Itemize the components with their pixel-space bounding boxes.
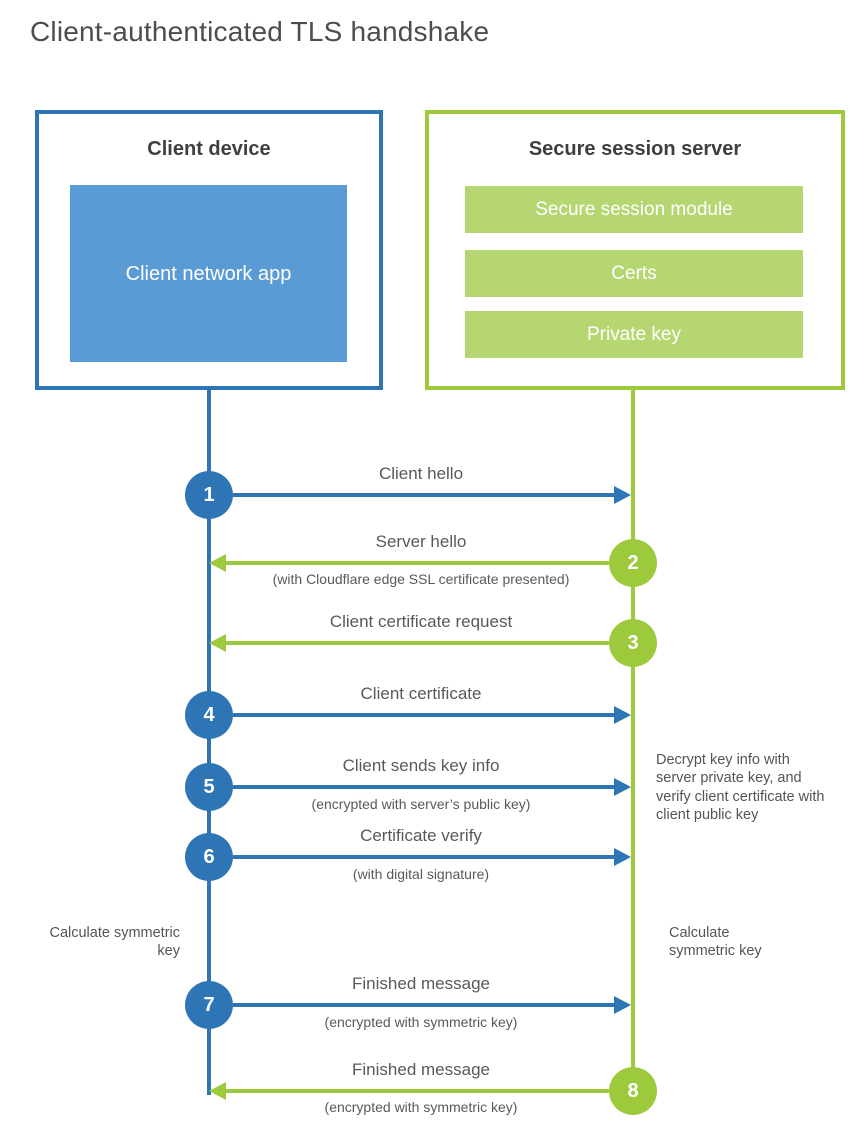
step-6-badge: 6 <box>185 833 233 881</box>
message-subtitle: (encrypted with symmetric key) <box>324 1014 518 1030</box>
message-subtitle: (with digital signature) <box>352 866 490 882</box>
arrow-head-right-icon <box>614 996 631 1014</box>
arrow-line <box>226 641 609 645</box>
step-5-badge: 5 <box>185 763 233 811</box>
message-label: Client hello <box>378 464 464 483</box>
message-label: Finished message <box>352 974 490 993</box>
arrow-head-right-icon <box>614 848 631 866</box>
page-title: Client-authenticated TLS handshake <box>30 16 490 47</box>
decrypt-note: Decrypt key info with server private key… <box>656 752 825 823</box>
arrow-head-right-icon <box>614 706 631 724</box>
message-subtitle: (encrypted with symmetric key) <box>324 1099 518 1115</box>
message-label: Client certificate request <box>329 612 513 631</box>
step-7-badge: 7 <box>185 981 233 1029</box>
message-label: Client certificate <box>360 684 482 703</box>
arrow-line <box>233 855 614 859</box>
secure-session-server-title: Secure session server <box>528 138 742 160</box>
calculate-symmetric-key-server-note: Calculate symmetric key <box>669 925 762 960</box>
step-3-badge: 3 <box>609 619 657 667</box>
arrow-line <box>233 1003 614 1007</box>
secure-session-module-block: Secure session module <box>465 186 803 233</box>
client-device-title: Client device <box>147 138 271 160</box>
secure-session-server-box: Secure session server Secure session mod… <box>425 110 845 390</box>
calculate-symmetric-key-client-note: Calculate symmetric key <box>49 925 180 960</box>
arrow-line <box>226 1089 609 1093</box>
arrow-head-right-icon <box>614 486 631 504</box>
client-device-box: Client device Client network app <box>35 110 383 390</box>
client-network-app-label: Client network app <box>125 262 292 285</box>
message-subtitle: (with Cloudflare edge SSL certificate pr… <box>272 571 570 587</box>
message-label: Server hello <box>375 532 467 551</box>
arrow-line <box>233 493 614 497</box>
message-label: Finished message <box>352 1060 490 1079</box>
step-2-badge: 2 <box>609 539 657 587</box>
step-8-badge: 8 <box>609 1067 657 1115</box>
arrow-line <box>226 561 609 565</box>
message-label: Certificate verify <box>360 826 482 845</box>
arrow-head-left-icon <box>209 554 226 572</box>
certs-block: Certs <box>465 250 803 297</box>
step-1-badge: 1 <box>185 471 233 519</box>
client-network-app-block: Client network app <box>70 185 347 362</box>
arrow-head-left-icon <box>209 1082 226 1100</box>
private-key-block: Private key <box>465 311 803 358</box>
step-4-badge: 4 <box>185 691 233 739</box>
arrow-head-left-icon <box>209 634 226 652</box>
message-subtitle: (encrypted with server’s public key) <box>311 796 531 812</box>
server-lifeline <box>631 388 635 1114</box>
message-label: Client sends key info <box>342 756 500 775</box>
client-lifeline <box>207 388 211 1095</box>
arrow-head-right-icon <box>614 778 631 796</box>
arrow-line <box>233 785 614 789</box>
arrow-line <box>233 713 614 717</box>
